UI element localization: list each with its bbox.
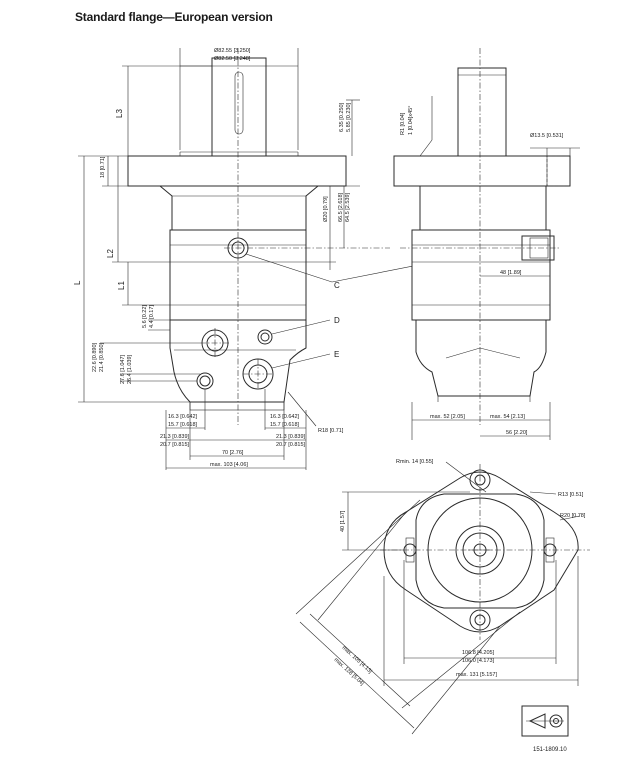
dim-p226: 22.6 [0.890] [92, 342, 98, 372]
dim-l207: 20.7 [0.815] [160, 442, 190, 448]
front-view: Ø82.55 [3.250] Ø82.50 [3.248] L3 L2 L1 L… [73, 48, 521, 470]
dim-d48: 48 [1.89] [500, 270, 522, 276]
dim-p264: 26.4 [1.039] [127, 354, 133, 384]
dim-w70: 70 [2.76] [222, 450, 244, 456]
dim-m52: max. 52 [2.05] [430, 414, 465, 420]
dim-r207: 20.7 [0.815] [276, 442, 306, 448]
dim-l1: L1 [117, 281, 126, 290]
dim-flange-b: 5.85 [0.230] [346, 102, 352, 132]
dim-l3: L3 [115, 109, 124, 118]
dim-r1: R1 [0.04] [400, 112, 406, 135]
dim-w1060: 106.0 [4.173] [462, 658, 495, 664]
dim-d66: 66.5 [2.618] [338, 192, 344, 222]
dim-p44: 4.4 [0.17] [149, 305, 155, 328]
dim-rmin: Rmin. 14 [0.55] [396, 459, 434, 465]
side-shaft [457, 67, 507, 157]
port-d [257, 329, 273, 345]
dim-d20: Ø20 [0.79] [323, 196, 329, 222]
callout-d: D [334, 316, 340, 325]
dim-l157: 15.7 [0.618] [168, 422, 198, 428]
dim-l2: L2 [106, 249, 115, 258]
dim-flange-a: 6.35 [0.250] [339, 102, 345, 132]
callout-e: E [334, 350, 339, 359]
dim-d64: 64.5 [2.539] [345, 192, 351, 222]
projection-symbol [521, 705, 569, 737]
dim-h40: 40 [1.57] [340, 510, 346, 532]
dim-p56: 5.6 [0.22] [142, 305, 148, 328]
shaft [211, 57, 267, 157]
dim-r157: 15.7 [0.618] [270, 422, 300, 428]
dim-p214: 21.4 [0.850] [99, 342, 105, 372]
side-view: R1 [0.04] 1 [0.04]x45° Ø13.5 [0.531] 48 … [393, 48, 580, 440]
side-housing [411, 229, 551, 321]
side-flange [393, 155, 571, 187]
dim-flange-height: 18 [0.71] [100, 156, 106, 178]
dim-shaft-outer: Ø82.55 [3.250] [214, 48, 251, 54]
dim-w103: max. 103 [4.06] [210, 462, 248, 468]
dim-w56: 56 [2.20] [506, 430, 528, 436]
dim-c1: 1 [0.04]x45° [408, 106, 414, 135]
dim-r18: R18 [0.71] [318, 428, 344, 434]
dim-m54: max. 54 [2.13] [490, 414, 525, 420]
dim-r20: R20 [0.78] [560, 513, 586, 519]
dim-l163: 16.3 [0.642] [168, 414, 198, 420]
dim-r13: R13 [0.51] [558, 492, 584, 498]
dim-l: L [73, 280, 82, 285]
dim-d135: Ø13.5 [0.531] [530, 133, 564, 139]
flange [127, 155, 347, 187]
dim-w131: max. 131 [5.157] [456, 672, 497, 678]
bottom-view: Rmin. 14 [0.55] R13 [0.51] R20 [0.78] 40… [295, 459, 590, 735]
dim-r163: 16.3 [0.642] [270, 414, 300, 420]
dim-r213: 21.3 [0.839] [276, 434, 306, 440]
drawing-id: 151-1809.10 [533, 747, 567, 753]
dim-p276: 27.6 [1.047] [120, 354, 126, 384]
side-port-block [415, 319, 547, 397]
page-title: Standard flange—European version [75, 10, 273, 24]
shaft-key [234, 71, 244, 135]
dim-l213: 21.3 [0.839] [160, 434, 190, 440]
callout-c: C [334, 281, 340, 290]
dim-shaft-inner: Ø82.50 [3.248] [214, 56, 251, 62]
